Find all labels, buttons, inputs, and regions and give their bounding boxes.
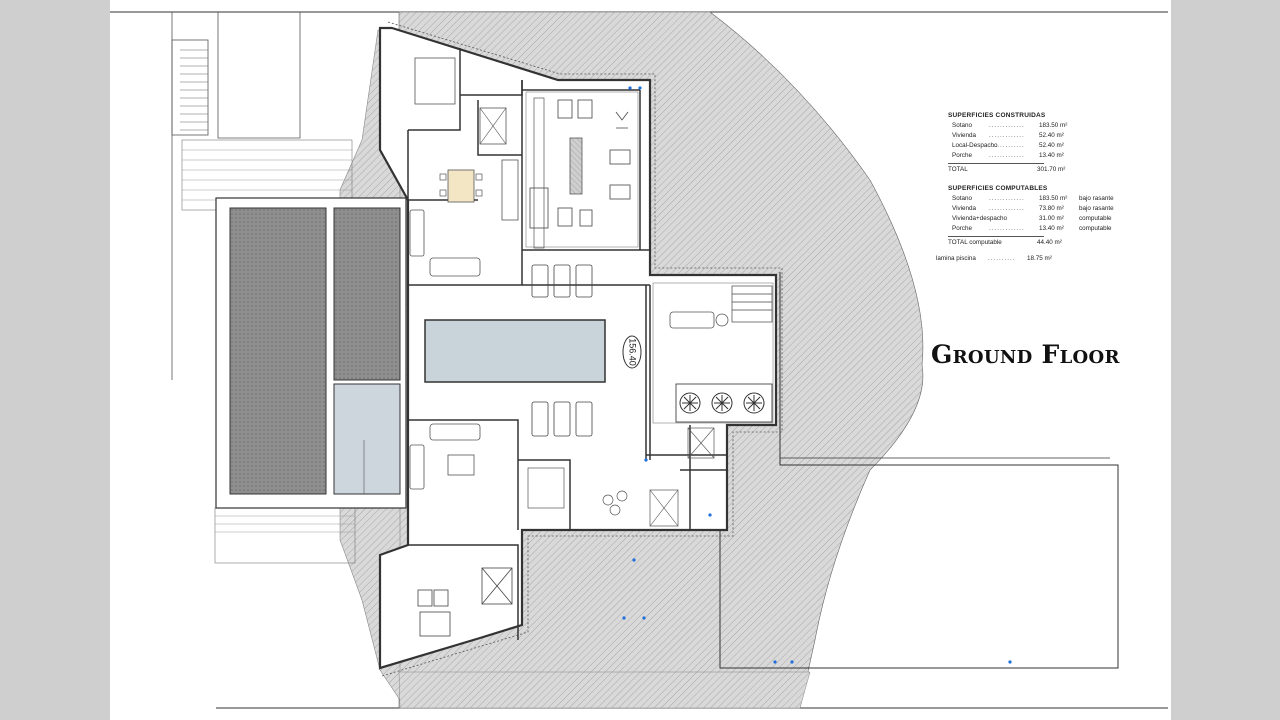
plants: [679, 392, 765, 414]
built-row: Vivienda ............. 52.40 m²: [952, 132, 1064, 139]
bed: [414, 57, 456, 105]
lower-bedroom-furniture: [417, 567, 513, 637]
treadmill: [569, 137, 583, 195]
drawing-sheet: 156.40: [110, 0, 1171, 720]
stair-treads-top: [180, 49, 208, 131]
computable-row: Vivienda ............. 73.80 m² bajo ras…: [952, 205, 1114, 212]
sun-loungers-upper: [531, 264, 593, 298]
built-row: Porche ............. 13.40 m²: [952, 152, 1064, 159]
area-schedule: SUPERFICIES CONSTRUIDAS Sotano .........…: [936, 112, 1114, 265]
roof-block-left: [229, 207, 327, 495]
round-stools: [602, 490, 628, 516]
interior-walls: [407, 48, 727, 640]
roof-block-right: [333, 207, 401, 381]
built-areas-title: SUPERFICIES CONSTRUIDAS: [948, 112, 1046, 119]
computable-row: Vivienda+despacho 31.00 m² computable: [952, 215, 1112, 222]
right-stair: [731, 285, 773, 323]
computable-row: Porche ............. 13.40 m² computable: [952, 225, 1112, 232]
swimming-pool: [424, 319, 606, 383]
coffee-table: [447, 454, 475, 476]
gym-room: [525, 91, 639, 248]
pool-surface-row: lamina piscina .......... 18.75 m²: [936, 255, 1052, 262]
kitchen-counter: [501, 159, 519, 221]
built-total: TOTAL 301.70 m²: [948, 166, 1066, 173]
dining-table: [447, 169, 475, 203]
sofa-right: [669, 311, 715, 329]
computable-total: TOTAL computable 44.40 m²: [948, 239, 1062, 246]
computable-row: Sotano ............. 183.50 m² bajo rasa…: [952, 195, 1114, 202]
site-boundary: [719, 272, 1119, 669]
built-row: Sotano ............. 183.50 m²: [952, 122, 1068, 129]
right-wing: [652, 282, 774, 424]
sofa-lower: [429, 423, 481, 441]
planter-box: [675, 383, 773, 423]
survey-markers: [622, 86, 1012, 664]
pool-level-label: 156.40: [628, 338, 638, 366]
built-row: Local-Despacho ............. 52.40 m²: [952, 142, 1064, 149]
sun-loungers-lower: [531, 401, 593, 437]
sofa-upper: [429, 257, 481, 277]
computable-areas-title: SUPERFICIES COMPUTABLES: [948, 185, 1048, 192]
divider: [948, 163, 1044, 164]
floor-plan: 156.40: [110, 11, 1168, 709]
pool-level-tag: [622, 335, 642, 369]
divider: [948, 236, 1044, 237]
floor-title: Ground Floor: [931, 340, 1120, 369]
left-stair-block: [171, 39, 209, 136]
skylight-water: [333, 383, 401, 495]
gym-machines: [529, 99, 631, 229]
